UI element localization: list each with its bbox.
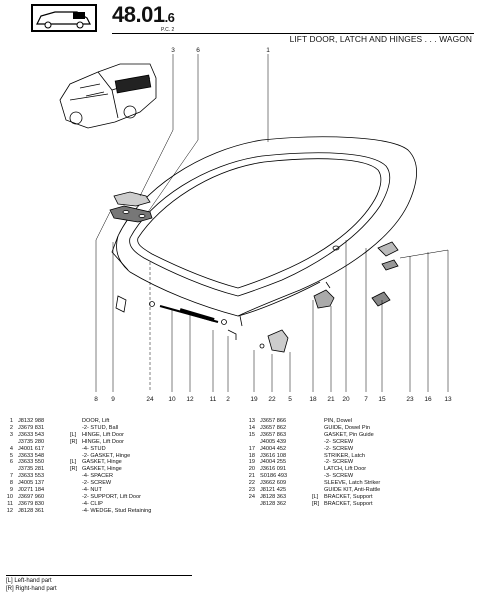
footnote-right-hand: [R] Right-hand part — [6, 586, 57, 592]
callout-3: 3 — [171, 47, 175, 54]
callout-7: 7 — [364, 396, 368, 403]
callout-12: 12 — [186, 396, 194, 403]
footnote-rule — [6, 575, 192, 576]
support-strut — [115, 295, 237, 340]
parts-row: J3735 281[R]GASKET, Hinge — [18, 466, 122, 473]
callout-10: 10 — [168, 396, 176, 403]
callout-24: 24 — [146, 396, 154, 403]
callout-19: 19 — [250, 396, 258, 403]
hinge-assembly — [109, 191, 153, 223]
callout-6: 6 — [196, 47, 200, 54]
header-rule — [112, 33, 474, 34]
footnote-left-hand: [L] Left-hand part — [6, 578, 52, 584]
callout-5: 5 — [288, 396, 292, 403]
leader-lines — [95, 54, 449, 392]
callout-13: 13 — [444, 396, 452, 403]
callout-16: 16 — [424, 396, 432, 403]
callout-23: 23 — [406, 396, 414, 403]
section-thumbnail-car-icon — [31, 4, 97, 32]
page-label: P.C. 2 — [161, 27, 175, 33]
guide-kit — [371, 241, 399, 307]
parts-row: J4005 439-2- SCREW — [260, 438, 354, 445]
callout-20: 20 — [342, 396, 350, 403]
parts-row: J3735 280[R]HINGE, Lift Door — [18, 438, 124, 445]
exploded-parts-diagram — [59, 54, 449, 392]
page-title: LIFT DOOR, LATCH AND HINGES . . . WAGON — [289, 34, 472, 44]
striker-assembly — [313, 281, 335, 309]
parts-row: J8128 362[R]BRACKET, Support — [260, 500, 373, 507]
callout-15: 15 — [378, 396, 386, 403]
callout-11: 11 — [209, 396, 217, 403]
latch-assembly — [259, 329, 289, 353]
section-number: 48.01.6 — [112, 2, 175, 27]
callout-2: 2 — [226, 396, 230, 403]
callout-21: 21 — [327, 396, 335, 403]
callout-9: 9 — [111, 396, 115, 403]
callout-8: 8 — [94, 396, 98, 403]
lift-door-1 — [111, 136, 417, 327]
callout-22: 22 — [268, 396, 276, 403]
callout-18: 18 — [309, 396, 317, 403]
wagon-illustration — [59, 63, 157, 129]
callout-1: 1 — [266, 47, 270, 54]
